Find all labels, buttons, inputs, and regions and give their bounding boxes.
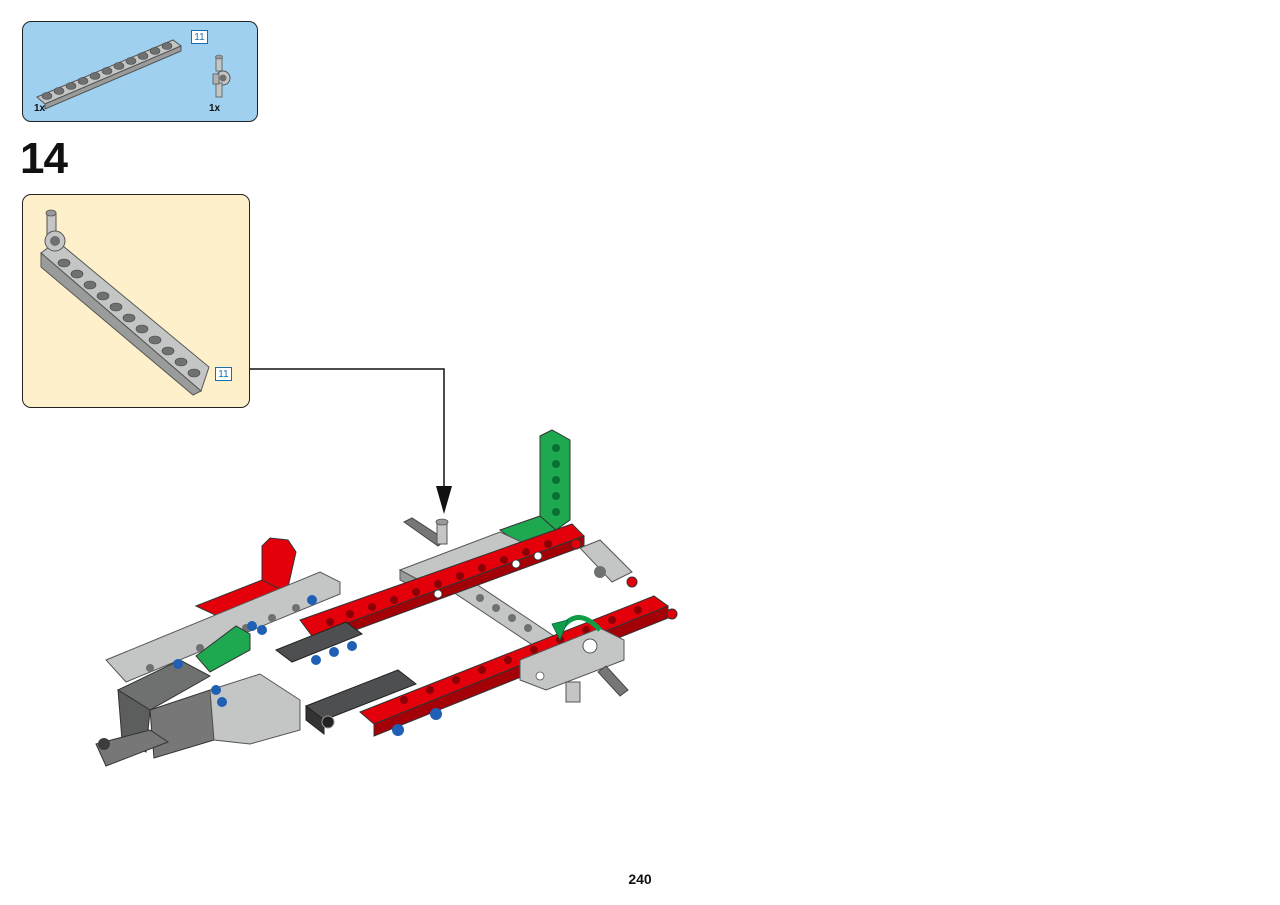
subassembly-callout: 11 — [22, 194, 250, 408]
connector-part-image — [212, 54, 231, 98]
step-number: 14 — [20, 134, 68, 183]
parts-list-illustration — [36, 39, 231, 110]
connector-quantity: 1x — [209, 103, 221, 114]
beam-quantity: 1x — [34, 103, 46, 114]
beam-11-part-image — [36, 39, 182, 110]
main-assembly-model — [95, 429, 678, 767]
beam-length-tag: 11 — [191, 30, 208, 44]
page-number: 240 — [628, 871, 652, 887]
placement-arrow-head — [436, 486, 452, 514]
rotate-arrow-icon — [551, 615, 602, 641]
subassembly-length-tag: 11 — [215, 367, 232, 381]
parts-list-panel: 11 1x 1x — [22, 21, 258, 122]
placement-arrow-line — [250, 368, 445, 490]
subassembly-illustration — [40, 209, 210, 396]
